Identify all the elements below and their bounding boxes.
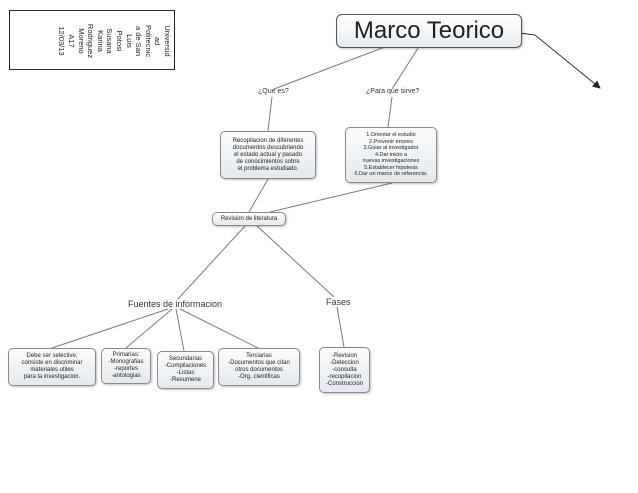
connector-funciones-revision (269, 182, 393, 213)
node-revision-literatura[interactable]: Revision de literatura (212, 212, 286, 226)
label-para-que-sirve[interactable]: ¿Para que sirve? (366, 88, 420, 95)
connector-fuentes-primarias (125, 308, 173, 349)
node-fases-lista[interactable]: -Revision -Deteccion -consulta -recopila… (319, 347, 370, 393)
connector-revision-fases (256, 225, 335, 298)
connector-title-para-que (391, 44, 421, 90)
node-primarias[interactable]: Primarias: -Monografias -reportes -antol… (101, 348, 151, 384)
node-secundarias[interactable]: Secundarias -Compilaciones -Listas -Resu… (157, 351, 214, 389)
connector-fuentes-selectiva (51, 308, 169, 349)
label-fuentes-informacion[interactable]: Fuentes de informacion (128, 299, 223, 309)
node-terciarias[interactable]: Terciarias -Documentos que citan otros d… (218, 348, 300, 386)
node-selectiva[interactable]: Debe ser selective, consiste en discrimi… (8, 348, 96, 386)
connector-fases-lista (336, 306, 345, 348)
author-card-text: Universid ad Politecnic a de San Luis Po… (57, 23, 172, 59)
connector-fuentes-secundarias (175, 308, 185, 352)
title-node[interactable]: Marco Teorico (336, 14, 522, 48)
connector-definicion-revision (248, 178, 269, 213)
connector-title-que-es (273, 44, 391, 90)
connector-title-arrow (519, 32, 601, 89)
connector-que-es-definicion (267, 96, 273, 132)
label-que-es[interactable]: ¿Que es? (258, 88, 289, 95)
node-definicion[interactable]: Recopilacion de diferentes documentos de… (220, 131, 316, 179)
connector-para-que-funciones (387, 96, 393, 128)
label-fases[interactable]: Fases (326, 297, 351, 307)
node-funciones[interactable]: 1.Orientar el estudio 2.Prevenir errores… (345, 127, 437, 183)
connector-revision-fuentes (177, 225, 246, 300)
connector-fuentes-terciarias (179, 308, 259, 349)
author-card: Universid ad Politecnic a de San Luis Po… (9, 10, 175, 70)
